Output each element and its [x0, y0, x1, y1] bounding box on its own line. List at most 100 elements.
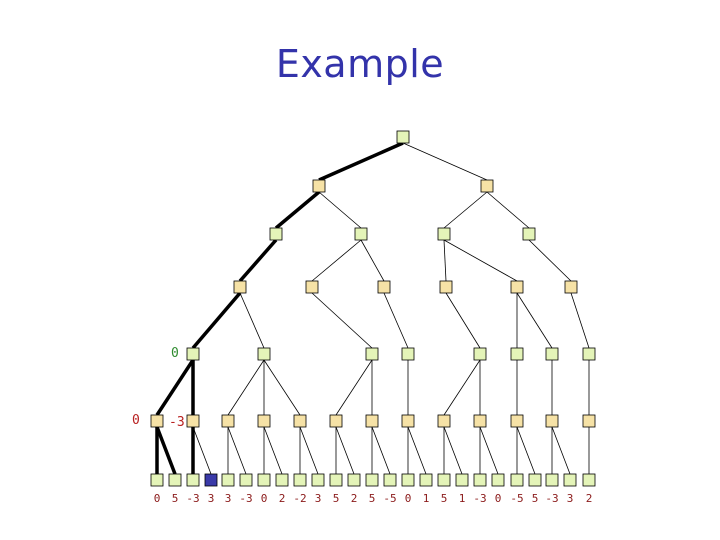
- leaf-node: [275, 473, 289, 487]
- leaf-node: [365, 473, 379, 487]
- leaf-value-label: 5: [532, 492, 539, 505]
- min-node: [233, 280, 247, 294]
- min-node: [365, 414, 379, 428]
- tree-edge-principal: [274, 190, 321, 230]
- leaf-value-label: 5: [333, 492, 340, 505]
- tree-edge: [402, 142, 488, 181]
- tree-nodes: [150, 130, 596, 487]
- min-node: [480, 179, 494, 193]
- leaf-node: [168, 473, 182, 487]
- leaf-node: [257, 473, 271, 487]
- annotation-level4-value: 0: [171, 346, 179, 361]
- tree-edge: [335, 426, 355, 475]
- min-node: [186, 414, 200, 428]
- tree-edge: [311, 292, 373, 349]
- tree-edge: [479, 426, 499, 475]
- leaf-value-label: 3: [225, 492, 232, 505]
- leaf-node: [491, 473, 505, 487]
- min-node: [545, 414, 559, 428]
- leaf-value-label: -5: [383, 492, 396, 505]
- tree-edge: [443, 191, 488, 229]
- leaf-value-label: -3: [239, 492, 252, 505]
- min-node: [329, 414, 343, 428]
- tree-edge: [443, 359, 481, 416]
- min-node: [257, 414, 271, 428]
- leaf-value-label: 3: [567, 492, 574, 505]
- max-node: [401, 347, 415, 361]
- leaf-value-label: 0: [154, 492, 161, 505]
- min-node: [150, 414, 164, 428]
- leaf-node: [186, 473, 200, 487]
- tree-edge: [263, 359, 301, 416]
- tree-edge: [516, 426, 536, 475]
- leaf-node: [347, 473, 361, 487]
- min-node: [377, 280, 391, 294]
- min-node: [564, 280, 578, 294]
- max-node: [437, 227, 451, 241]
- leaf-node: [150, 473, 164, 487]
- leaf-value-label: 2: [586, 492, 593, 505]
- tree-edge: [551, 426, 571, 475]
- tree-edge-principal: [191, 291, 242, 350]
- tree-edge: [528, 239, 572, 282]
- max-node: [257, 347, 271, 361]
- min-node: [473, 414, 487, 428]
- leaf-node: [329, 473, 343, 487]
- leaf-value-label: 0: [495, 492, 502, 505]
- min-node: [437, 414, 451, 428]
- tree-edge: [570, 292, 590, 349]
- leaf-node: [528, 473, 542, 487]
- max-node: [354, 227, 368, 241]
- tree-edge: [239, 292, 265, 349]
- min-node: [510, 414, 524, 428]
- leaf-node: [510, 473, 524, 487]
- leaf-node: [401, 473, 415, 487]
- leaf-value-label: 5: [441, 492, 448, 505]
- leaf-node: [473, 473, 487, 487]
- tree-edge-principal: [155, 359, 195, 416]
- tree-edge: [263, 426, 283, 475]
- leaf-node: [437, 473, 451, 487]
- tree-edge: [360, 239, 385, 282]
- min-node: [221, 414, 235, 428]
- min-node: [305, 280, 319, 294]
- tree-edge: [371, 426, 391, 475]
- leaf-node: [545, 473, 559, 487]
- leaf-node: [221, 473, 235, 487]
- tree-edge: [227, 359, 265, 416]
- leaf-value-label: 3: [315, 492, 322, 505]
- leaf-value-label: 2: [351, 492, 358, 505]
- leaf-value-label: 1: [423, 492, 430, 505]
- max-node: [545, 347, 559, 361]
- tree-edge: [516, 292, 553, 349]
- max-node: [396, 130, 410, 144]
- tree-edge: [443, 239, 447, 282]
- tree-edge: [443, 426, 463, 475]
- tree-edge: [299, 426, 319, 475]
- node-annotations: 0 0 -3: [132, 346, 185, 430]
- tree-edge-principal: [318, 141, 404, 182]
- tree-edges: [155, 141, 590, 475]
- annotation-level5-right-value: -3: [169, 415, 185, 430]
- tree-edge: [445, 292, 481, 349]
- min-node: [510, 280, 524, 294]
- tree-edge: [486, 191, 530, 229]
- leaf-value-label: -3: [473, 492, 486, 505]
- leaf-node: [293, 473, 307, 487]
- leaf-node: [311, 473, 325, 487]
- annotation-level5-left-value: 0: [132, 413, 140, 428]
- tree-edge: [443, 239, 518, 282]
- tree-edge-principal: [155, 426, 177, 475]
- leaf-value-label: 3: [208, 492, 215, 505]
- min-node: [312, 179, 326, 193]
- leaf-value-label: 5: [172, 492, 179, 505]
- leaf-node: [383, 473, 397, 487]
- leaf-value-label: 1: [459, 492, 466, 505]
- leaf-node: [239, 473, 253, 487]
- leaf-value-label: 5: [369, 492, 376, 505]
- leaf-node: [455, 473, 469, 487]
- max-node: [582, 347, 596, 361]
- leaf-value-label: 0: [261, 492, 268, 505]
